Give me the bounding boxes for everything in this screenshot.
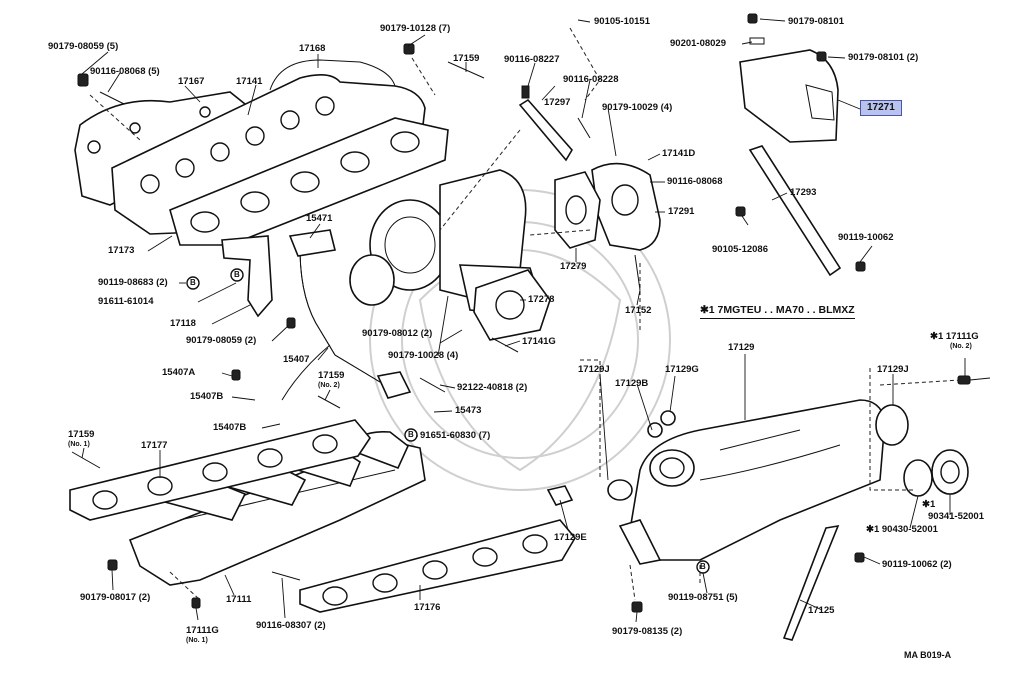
callout-90179-08135-2: 90179-08135 (2) [612,626,683,637]
callout-90119-08683-2: 90119-08683 (2) [98,277,168,288]
dashed-leader-lines [169,27,961,601]
callout-90105-10151: 90105-10151 [594,16,650,27]
stay-17293 [735,145,866,277]
callout-17111g-no1: 17111G(No. 1) [186,625,219,644]
callout-91651-60830-7: 91651-60830 (7) [420,430,491,441]
callout-17111g-no2: ✱1 17111G(No. 2) [930,331,979,350]
callout-17297: 17297 [544,97,571,108]
callout-17129b: 17129B [615,378,649,389]
callout-17129: 17129 [728,342,755,353]
callout-90116-08068-5: 90116-08068 (5) [90,66,160,77]
callout-17159-no1: 17159(No. 1) [68,429,95,448]
callout-90201-08029: 90201-08029 [670,38,726,49]
callout-17177: 17177 [141,440,168,451]
callout-90179-10028-4: 90179-10028 (4) [388,350,459,361]
b-marker-1: B [190,278,196,287]
exhaust-manifold-17141 [111,59,426,235]
callout-17111: 17111 [226,594,252,605]
callout-90119-10062-2: 90119-10062 (2) [882,559,952,570]
callout-15407b: 15407B [190,391,224,402]
callout-17168: 17168 [299,43,326,54]
callout-15407b-lower: 15407B [213,422,247,433]
callout-92122-40818-2: 92122-40818 (2) [457,382,528,393]
callout-90179-08101-2: 90179-08101 (2) [848,52,919,63]
callout-17291: 17291 [668,206,695,217]
callout-15407: 15407 [283,354,310,365]
callout-90179-10128-7: 90179-10128 (7) [380,23,451,34]
callout-15471: 15471 [306,213,333,224]
callout-17118: 17118 [170,318,196,329]
bracket-17297 [518,85,591,162]
callout-90179-10029-4: 90179-10029 (4) [602,102,673,113]
callout-90179-08012-2: 90179-08012 (2) [362,328,433,339]
turbine-outlet-elbow-17291 [591,162,661,251]
exhaust-gasket-17173 [169,117,449,246]
gasket-17176 [299,519,576,613]
callout-17129j-left: 17129J [578,364,610,375]
gasket-17177 [69,419,371,521]
callout-17279: 17279 [560,261,587,272]
bracket-17118 [221,235,273,318]
intake-plenum-17129 [618,399,909,565]
lower-fasteners [71,254,641,609]
callout-17141g: 17141G [522,336,556,347]
application-note: ✱1 7MGTEU . . MA70 . . BLMXZ [700,305,855,319]
callout-17159-top: 17159 [453,53,480,64]
b-marker-4: B [700,562,706,571]
callout-90116-08307-2: 90116-08307 (2) [256,620,326,631]
callout-17278: 17278 [528,294,555,305]
callout-90119-08751-5: 90119-08751 (5) [668,592,738,603]
callout-17293: 17293 [790,187,817,198]
callout-17141d: 17141D [662,148,696,159]
callout-17125: 17125 [808,605,835,616]
flange-17278 [473,269,551,341]
callout-90430-52001: ✱1 90430-52001 [866,524,938,535]
callout-90116-08068: 90116-08068 [667,176,723,187]
callout-17129j-right: 17129J [877,364,909,375]
stay-17125 [631,524,865,641]
callout-90116-08227: 90116-08227 [504,54,560,65]
drawing-code: MA B019-A [904,650,952,660]
callout-15407a: 15407A [162,367,196,378]
callout-17176: 17176 [414,602,441,613]
callout-leaders [81,18,966,623]
callout-17129g: 17129G [665,364,699,375]
gasket-17279 [554,171,601,249]
callout-90179-08101: 90179-08101 [788,16,844,27]
b-marker-2: B [234,270,240,279]
callout-90179-08059-2: 90179-08059 (2) [186,335,257,346]
callout-17159-no2: 17159(No. 2) [318,370,345,389]
callout-90341-mark: ✱1 [922,499,936,510]
callout-90116-08228: 90116-08228 [563,74,619,85]
callout-17173: 17173 [108,245,135,256]
callout-17129e: 17129E [554,532,587,543]
callout-90119-10062: 90119-10062 [838,232,894,243]
b-markers [186,268,710,574]
callout-90179-08059-5: 90179-08059 (5) [48,41,119,52]
callout-91611-61014: 91611-61014 [98,296,154,307]
callout-15473: 15473 [455,405,482,416]
callout-17271-highlighted[interactable]: 17271 [860,100,902,116]
callout-90179-08017-2: 90179-08017 (2) [80,592,151,603]
callout-17167: 17167 [178,76,205,87]
callout-90341-52001: 90341-52001 [928,511,984,522]
callout-90105-12086: 90105-12086 [712,244,768,255]
plenum-small-parts [546,375,991,506]
oil-pipe-15407 [231,229,412,401]
b-marker-3: B [408,430,414,439]
heat-shield-17271 [739,13,839,143]
callout-17152: 17152 [625,305,652,316]
callout-17141: 17141 [236,76,263,87]
